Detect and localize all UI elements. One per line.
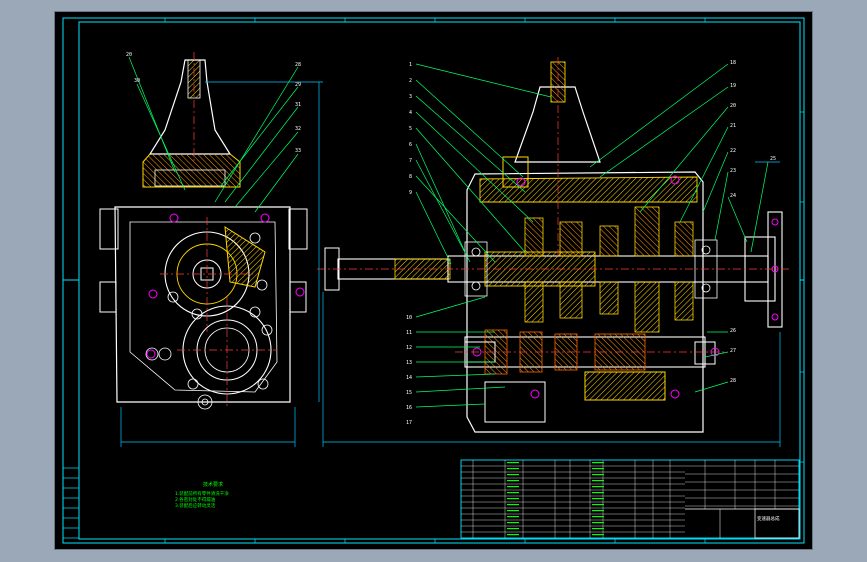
part-label: 8 [409, 174, 412, 180]
part-label: 31 [295, 102, 301, 108]
part-label: 33 [295, 148, 301, 154]
part-label: 20 [126, 52, 132, 58]
part-label: 12 [406, 345, 412, 351]
part-label: 23 [730, 168, 736, 174]
part-label: 2 [409, 78, 412, 84]
part-label: 6 [409, 142, 412, 148]
part-label: 27 [730, 348, 736, 354]
part-label: 17 [406, 420, 412, 426]
revision-table [62, 467, 80, 539]
left-view-part-labels: 20 30 28 29 31 32 33 [126, 52, 301, 154]
notes-line-3: 3.装配后应转动灵活 [175, 502, 216, 509]
notes-header: 技术要求 [203, 481, 223, 488]
part-label: 20 [730, 103, 736, 109]
part-label: 28 [730, 378, 736, 384]
notes-line-2: 2.各密封处不得漏油 [175, 496, 216, 503]
part-label: 5 [409, 126, 412, 132]
part-label: 7 [409, 158, 412, 164]
part-label: 19 [730, 83, 736, 89]
part-label: 30 [134, 78, 140, 84]
technical-notes: 技术要求 1.装配前所有零件清洗干净 2.各密封处不得漏油 3.装配后应转动灵活 [175, 481, 229, 509]
part-label: 13 [406, 360, 412, 366]
part-label: 14 [406, 375, 412, 381]
right-section-view: 1234567891011121314151617181920212223242… [317, 57, 790, 447]
part-label: 28 [295, 62, 301, 68]
left-end-view: 20 30 28 29 31 32 33 [99, 52, 323, 447]
part-label: 32 [295, 126, 301, 132]
right-view-part-labels: 1234567891011121314151617181920212223242… [406, 60, 776, 426]
part-label: 3 [409, 94, 412, 100]
part-label: 1 [409, 62, 412, 68]
notes-line-1: 1.装配前所有零件清洗干净 [175, 490, 229, 497]
part-label: 24 [730, 193, 736, 199]
part-label: 9 [409, 190, 412, 196]
drawing-frame [62, 17, 805, 544]
drawing-name: 变速器总成 [757, 515, 780, 522]
part-label: 29 [295, 82, 301, 88]
part-label: 15 [406, 390, 412, 396]
part-label: 10 [406, 315, 412, 321]
part-label: 11 [406, 330, 412, 336]
part-label: 16 [406, 405, 412, 411]
frame-zone-ticks [164, 18, 804, 543]
part-label: 22 [730, 148, 736, 154]
part-label: 21 [730, 123, 736, 129]
part-label: 26 [730, 328, 736, 334]
part-label: 18 [730, 60, 736, 66]
part-label: 4 [409, 110, 412, 116]
part-label: 25 [770, 156, 776, 162]
title-block: 变速器总成 [460, 459, 800, 539]
